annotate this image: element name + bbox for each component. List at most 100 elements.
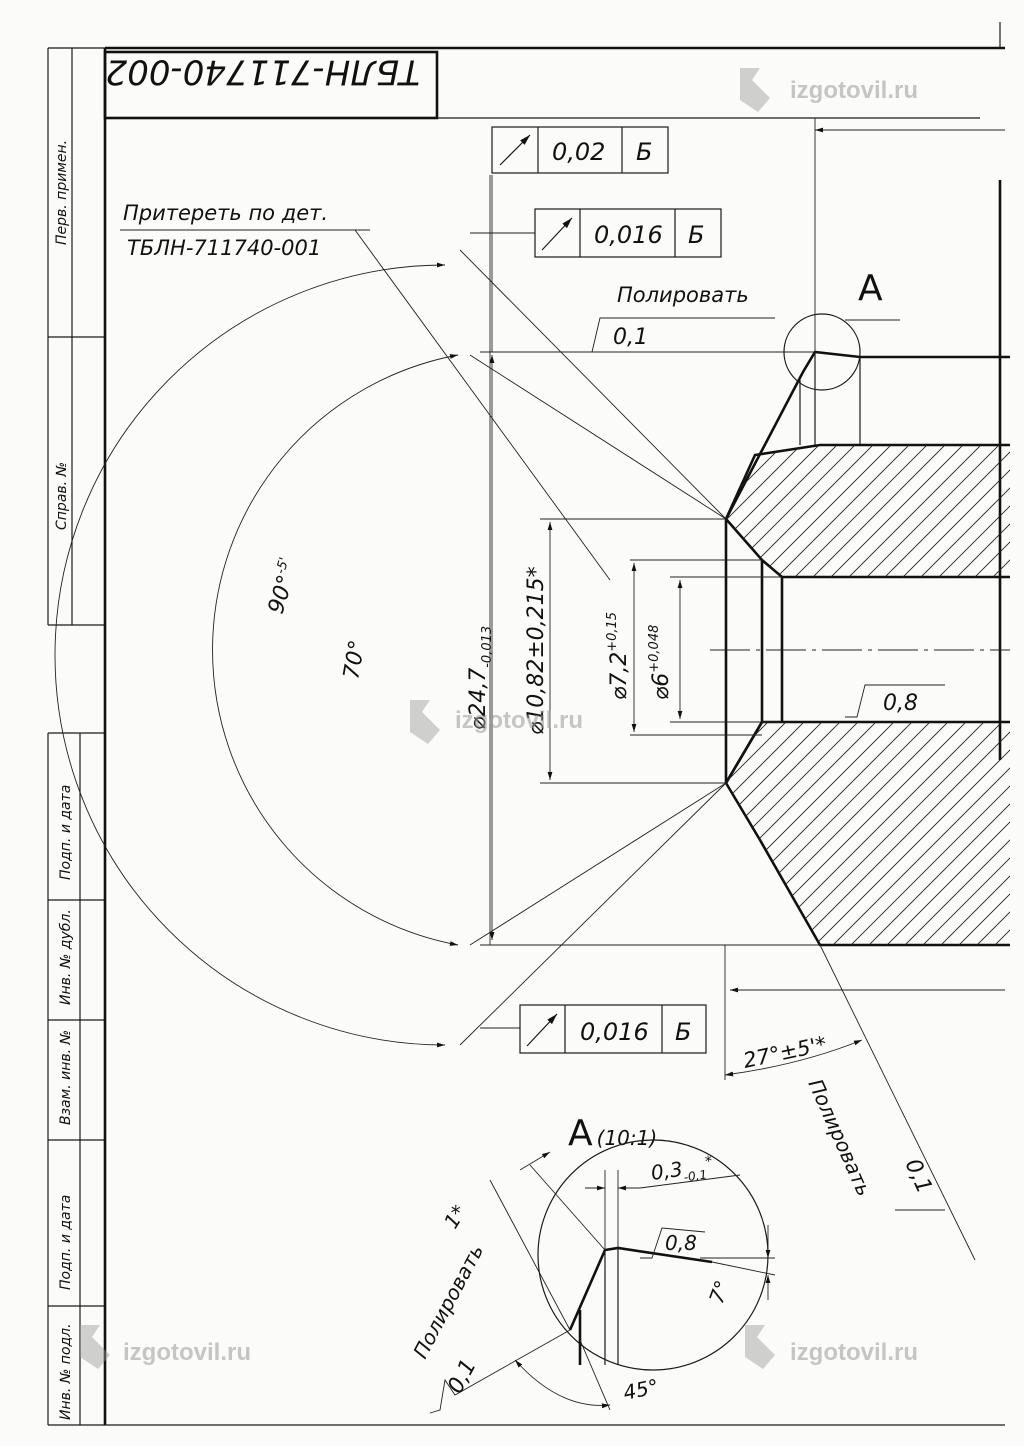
hatch-line <box>773 445 915 577</box>
hatch-line <box>755 722 987 945</box>
hatch-line <box>881 722 1010 945</box>
hatch-line <box>737 722 969 945</box>
hatch-line <box>899 722 1010 945</box>
label-podp-data-2: Подп. и дата <box>58 1195 74 1290</box>
hatch-line <box>827 722 1010 945</box>
hatch-line <box>726 722 825 945</box>
angle-27: 27°±5'* <box>741 1032 829 1073</box>
hatch-line <box>791 722 1010 945</box>
hatch-line <box>486 720 716 950</box>
watermark-logo-icon <box>745 1325 775 1369</box>
hatch-line <box>360 720 590 950</box>
dia-24-7: ⌀24,7-0,013 <box>466 626 495 730</box>
hatch-line <box>540 440 680 580</box>
hatch-line <box>726 445 735 577</box>
hatch-line <box>737 445 879 577</box>
detail-polish: Полировать <box>408 1240 488 1362</box>
dia-7-2: ⌀7,2+0,15 <box>605 612 632 700</box>
hatch-line <box>726 722 915 945</box>
angle-90: 90°-5' <box>262 556 304 617</box>
hatch-line <box>486 440 626 580</box>
polish-note-lower: Полировать <box>803 1075 876 1199</box>
lap-note-line1: Притереть по дет. <box>123 201 328 225</box>
lap-note-line2: ТБЛН-711740-001 <box>127 236 321 260</box>
hatch-line <box>324 720 554 950</box>
watermark-2: izgotovil.ru <box>455 707 583 734</box>
polish-roughness: 0,1 <box>613 325 648 350</box>
hatch-line <box>809 722 1010 945</box>
view-label-a: А <box>858 268 883 309</box>
tolerance-datum-2: Б <box>688 221 704 249</box>
bore-roughness: 0,8 <box>883 691 918 716</box>
tolerance-value-3: 0,016 <box>580 1018 649 1046</box>
hatch-line <box>726 445 843 577</box>
hatch-line <box>881 445 1010 577</box>
hatch-line <box>917 445 1010 577</box>
tolerance-frame-2: 0,016 Б <box>534 208 722 258</box>
tolerance-value-1: 0,02 <box>552 138 605 166</box>
watermark-logo-icon <box>80 1325 110 1369</box>
hatch-line <box>726 722 933 945</box>
dimension-texts: 90°-5' 70° ⌀24,7-0,013 ⌀10,82±0,215* ⌀7,… <box>262 556 829 1073</box>
detail-view-a: А(10:1) 0,3-0,1* 1* 0,8 7° 45° Полироват… <box>408 1113 776 1414</box>
hatch-line <box>791 445 933 577</box>
hatch-line <box>558 440 698 580</box>
watermark-1: izgotovil.ru <box>790 77 918 104</box>
tolerance-datum-3: Б <box>675 1018 691 1046</box>
watermark-4: izgotovil.ru <box>790 1339 918 1366</box>
hatch-line <box>917 722 1010 945</box>
hatch-line <box>450 440 590 580</box>
drawing-frame <box>47 22 1005 1426</box>
hatch-line <box>863 722 1010 945</box>
hatch-line <box>845 445 987 577</box>
hatch-line <box>726 722 897 945</box>
hatch-line <box>504 440 644 580</box>
hatch-line <box>522 440 662 580</box>
watermarks: izgotovil.ru izgotovil.ru izgotovil.ru i… <box>80 68 918 1369</box>
tolerance-datum-1: Б <box>636 138 652 166</box>
hatch-line <box>935 722 1010 945</box>
watermark-3: izgotovil.ru <box>123 1339 251 1366</box>
hatch-line <box>726 445 861 577</box>
hatch-line <box>971 445 1010 577</box>
hatch-line <box>935 445 1010 577</box>
hatch-line <box>726 722 771 945</box>
polish-roughness-lower: 0,1 <box>900 1155 937 1197</box>
detail-angle-7: 7° <box>704 1277 734 1307</box>
detail-polish-roughness: 0,1 <box>443 1355 482 1398</box>
hatch-line <box>1007 722 1010 945</box>
hatch-line <box>726 445 807 577</box>
hatch-line <box>726 722 807 945</box>
hatch-line <box>755 445 897 577</box>
label-sprav-no: Справ. № <box>54 462 70 530</box>
hatch-line <box>726 722 861 945</box>
hatch-line <box>360 440 500 580</box>
hatch-line <box>953 445 1010 577</box>
hatch-line <box>971 722 1010 945</box>
hatch-line <box>432 440 572 580</box>
hatch-line <box>773 722 1005 945</box>
watermark-logo-icon <box>740 68 770 112</box>
detail-angle-45: 45° <box>621 1374 661 1405</box>
tolerance-value-2: 0,016 <box>594 221 663 249</box>
hatch-line <box>863 445 1005 577</box>
hatch-line <box>809 445 951 577</box>
hatch-line <box>342 720 572 950</box>
hatch-line <box>726 722 879 945</box>
polish-note: Полировать <box>617 283 749 307</box>
hatch-line <box>1007 445 1010 577</box>
hatch-line <box>378 720 608 950</box>
hatch-line <box>396 440 536 580</box>
detail-chamfer: 1* <box>439 1201 471 1233</box>
label-perv-primen: Перв. примен. <box>54 140 70 245</box>
hatch-line <box>468 440 608 580</box>
hatch-line <box>432 720 662 950</box>
detail-roughness: 0,8 <box>665 1231 697 1255</box>
hatch-line <box>726 722 753 945</box>
label-inv-podl: Инв. № подл. <box>58 1323 74 1420</box>
title-block-labels: ТБЛН-711740-002 Перв. примен. Справ. № П… <box>54 52 420 1421</box>
hatch-line <box>726 445 771 577</box>
watermark-logo-icon <box>410 700 440 744</box>
detail-label: А(10:1) <box>568 1113 657 1154</box>
